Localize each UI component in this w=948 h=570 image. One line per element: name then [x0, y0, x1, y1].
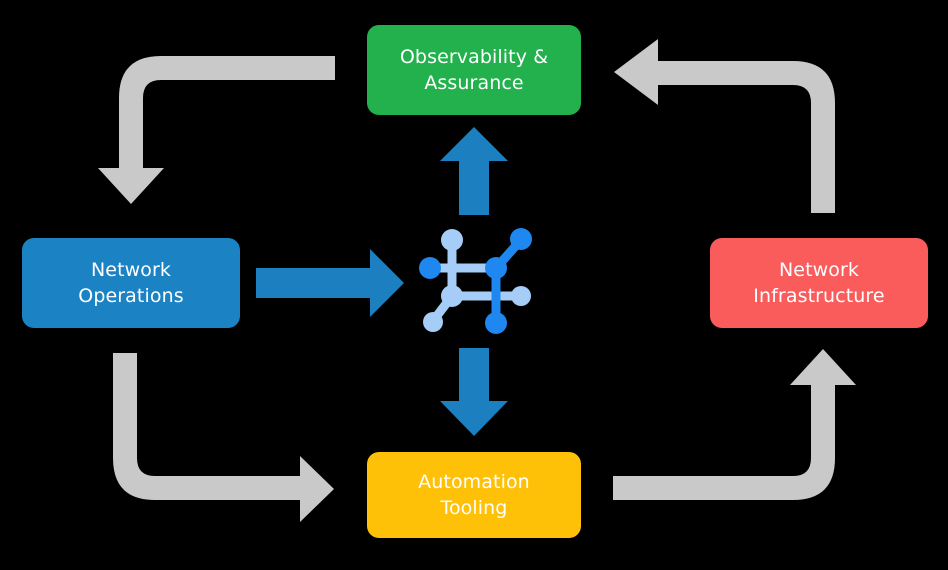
- node-label: Automation Tooling: [418, 470, 530, 519]
- node-label: Network Operations: [78, 258, 184, 307]
- node-network-infrastructure[interactable]: Network Infrastructure: [710, 238, 928, 328]
- arrow-observability-to-operations: [98, 56, 335, 204]
- node-network-operations[interactable]: Network Operations: [22, 238, 240, 328]
- node-observability-assurance[interactable]: Observability & Assurance: [367, 25, 581, 115]
- arrow-operations-to-center: [256, 249, 404, 317]
- node-label: Observability & Assurance: [399, 45, 549, 94]
- network-graph-icon: [419, 228, 532, 334]
- arrow-infrastructure-to-observability: [614, 39, 835, 213]
- arrow-center-to-observability: [440, 127, 508, 215]
- arrow-operations-to-automation: [113, 353, 334, 522]
- arrow-automation-to-infrastructure: [613, 349, 856, 500]
- node-automation-tooling[interactable]: Automation Tooling: [367, 452, 581, 538]
- node-label: Network Infrastructure: [753, 258, 885, 307]
- arrow-center-to-automation: [440, 348, 508, 436]
